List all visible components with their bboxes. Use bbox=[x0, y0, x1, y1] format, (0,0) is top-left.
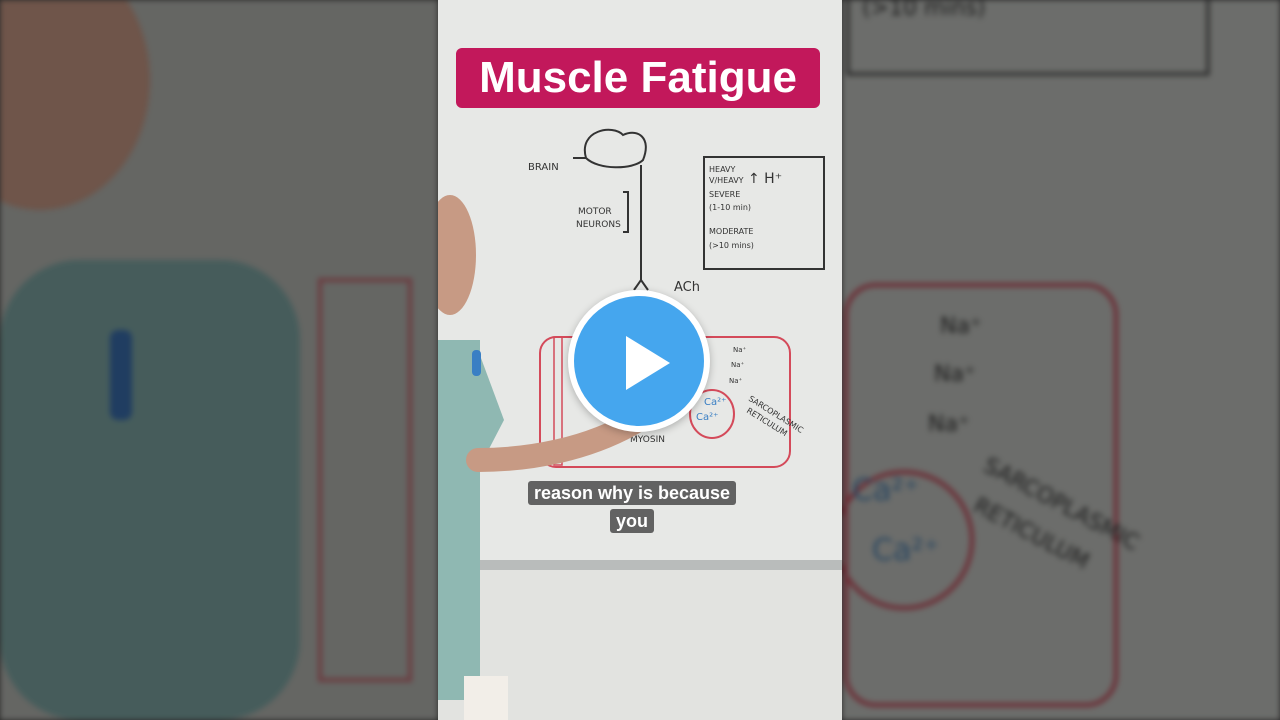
side-right-ca-2: Ca²⁺ bbox=[872, 533, 939, 568]
svg-text:HEAVY: HEAVY bbox=[709, 165, 736, 174]
video-frame[interactable]: BRAIN MOTOR NEURONS ACh HEAVY V/HEAVY SE… bbox=[438, 0, 842, 720]
subtitle-caption: reason why is because you bbox=[514, 479, 750, 535]
intensity-box bbox=[703, 156, 825, 270]
side-right-na-3: Na⁺ bbox=[928, 412, 970, 437]
side-right-ca-1: Ca²⁺ bbox=[852, 473, 919, 508]
marker bbox=[472, 350, 481, 376]
svg-text:Ca²⁺: Ca²⁺ bbox=[704, 397, 726, 408]
caption-line-1: reason why is because bbox=[527, 481, 737, 505]
ach-label: ACh bbox=[674, 280, 700, 295]
svg-text:Na⁺: Na⁺ bbox=[733, 346, 747, 354]
video-title-badge: Muscle Fatigue bbox=[456, 48, 820, 108]
svg-text:(>10 mins): (>10 mins) bbox=[709, 241, 754, 250]
svg-text:(1-10 min): (1-10 min) bbox=[709, 203, 751, 212]
caption-line-2: you bbox=[609, 509, 654, 533]
brain-label: BRAIN bbox=[528, 162, 559, 173]
svg-text:MODERATE: MODERATE bbox=[709, 227, 753, 236]
presenter-arm bbox=[466, 408, 650, 472]
play-icon bbox=[626, 336, 670, 390]
presenter-head bbox=[438, 195, 476, 315]
side-right-top-text: (>10 mins) bbox=[862, 0, 986, 21]
motor-label-1: MOTOR bbox=[578, 207, 612, 217]
h-plus-label: ↑ H⁺ bbox=[748, 171, 782, 187]
svg-text:V/HEAVY: V/HEAVY bbox=[709, 176, 744, 185]
sarcoplasmic-reticulum bbox=[689, 389, 735, 439]
svg-text:MYOSIN: MYOSIN bbox=[630, 435, 665, 445]
svg-text:Na⁺: Na⁺ bbox=[731, 361, 745, 369]
blurred-board-right: (>10 mins) Na⁺ Na⁺ Na⁺ Ca²⁺ Ca²⁺ SARCOPL… bbox=[842, 0, 1210, 707]
blurred-background-right: (>10 mins) Na⁺ Na⁺ Na⁺ Ca²⁺ Ca²⁺ SARCOPL… bbox=[842, 0, 1280, 720]
blurred-background-left bbox=[0, 0, 438, 720]
motor-label-2: NEURONS bbox=[576, 220, 621, 230]
svg-text:Ca²⁺: Ca²⁺ bbox=[696, 412, 718, 423]
blurred-person-left bbox=[0, 0, 412, 720]
svg-text:Na⁺: Na⁺ bbox=[729, 377, 743, 385]
play-button[interactable] bbox=[568, 290, 710, 432]
brain-drawing bbox=[583, 128, 647, 169]
svg-text:SEVERE: SEVERE bbox=[709, 190, 740, 199]
side-right-na-2: Na⁺ bbox=[934, 362, 976, 387]
side-right-na-1: Na⁺ bbox=[940, 314, 982, 339]
